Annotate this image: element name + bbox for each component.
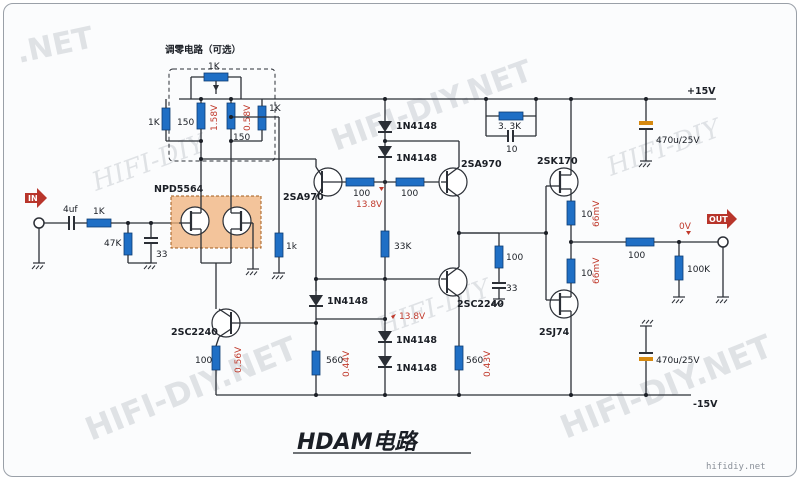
hdam-schematic: .NET HIFI-DIY.NET HIFI-DIY.NET HIFI-DIY.… — [13, 20, 778, 472]
in-port-arrow — [25, 188, 47, 208]
voltage-label: 1.58V — [210, 104, 220, 131]
transistor-2sa970-left-label: 2SA970 — [283, 192, 324, 203]
voltage-label: 13.8V — [399, 312, 426, 322]
r-150-left — [196, 102, 206, 130]
r-10-bot-label: 10 — [581, 269, 593, 279]
voltage-label: 66mV — [592, 257, 602, 284]
diode-1n4148-bot1 — [378, 331, 392, 342]
c-33-mid-label: 33 — [506, 284, 517, 294]
c-470-bot — [639, 357, 653, 361]
diode-1n4148-bot2 — [378, 356, 392, 367]
out-port-arrow — [707, 209, 737, 229]
r-47k-label: 47K — [104, 239, 122, 249]
voltage-label: 0.56V — [234, 346, 244, 373]
diode-1n4148-bot1-label: 1N4148 — [396, 335, 437, 346]
schematic-frame: .NET HIFI-DIY.NET HIFI-DIY.NET HIFI-DIY.… — [3, 3, 797, 477]
jfet-2sk170-label: 2SK170 — [537, 156, 578, 167]
r-100-d-label: 100 — [195, 356, 212, 366]
watermark: .NET — [13, 20, 97, 70]
pot-1k — [203, 72, 229, 82]
r-1k-mid — [274, 232, 284, 258]
r-100-out — [625, 237, 655, 247]
adjust-circuit-label: 调零电路（可选） — [165, 44, 241, 56]
jfet-pair-label: NPD5564 — [154, 184, 204, 195]
r-560-a-label: 560 — [326, 356, 343, 366]
r-10-top-label: 10 — [581, 210, 593, 220]
r-in — [86, 218, 112, 228]
voltage-label: 0V — [679, 222, 692, 232]
c-33-in-label: 33 — [156, 250, 167, 260]
r-1k-right-label: 1K — [269, 104, 282, 114]
r-100-out-label: 100 — [628, 251, 645, 261]
c-470-top-label: 470u/25V — [656, 136, 700, 146]
r-560-b-label: 560 — [466, 356, 483, 366]
diode-1n4148-top1-label: 1N4148 — [396, 121, 437, 132]
pot-1k-label: 1K — [208, 62, 221, 72]
voltage-label: 0.44V — [342, 350, 352, 377]
diode-1n4148-top2-label: 1N4148 — [396, 153, 437, 164]
jfet-2sj74-label: 2SJ74 — [539, 327, 570, 338]
circuit-title: HDAM电路 — [297, 430, 420, 455]
r-100k-out — [674, 255, 684, 281]
r-150-right-label: 150 — [233, 133, 250, 143]
voltage-label: 66mV — [592, 200, 602, 227]
adjust-circuit-box — [168, 68, 276, 162]
r-10-bot — [566, 258, 576, 284]
out-port-label: OUT — [709, 215, 728, 224]
voltage-label: 0.43V — [483, 350, 493, 377]
jfet-left — [180, 206, 210, 236]
r-47k — [123, 232, 133, 256]
diode-1n4148-bot2-label: 1N4148 — [396, 363, 437, 374]
diode-1n4148-top1 — [378, 121, 392, 132]
r-1k-right — [257, 105, 267, 131]
r-100-b-label: 100 — [401, 189, 418, 199]
r-100-c — [494, 245, 504, 269]
r-33k — [380, 230, 390, 258]
transistor-2sc2240-left-label: 2SC2240 — [171, 327, 218, 338]
r-100k-out-label: 100K — [687, 265, 711, 275]
watermark: HIFI-DIY.NET — [555, 327, 778, 446]
r-560-b — [454, 345, 464, 371]
r-1k-mid-label: 1k — [286, 242, 298, 252]
c-in-label: 4uf — [63, 205, 78, 215]
r-100-b — [395, 177, 425, 187]
input-jack — [33, 217, 45, 229]
positive-rail-label: +15V — [687, 86, 716, 97]
r-3-3k — [498, 111, 524, 121]
r-1k-left — [161, 107, 171, 131]
r-33k-label: 33K — [394, 242, 412, 252]
jfet-right — [222, 206, 252, 236]
watermark: HIFI-DIY.NET — [80, 329, 303, 448]
transistor-2sc2240-right-label: 2SC2240 — [457, 299, 504, 310]
r-150-left-label: 150 — [177, 118, 194, 128]
diode-1n4148-mid — [309, 295, 323, 306]
c-470-bot-label: 470u/25V — [656, 356, 700, 366]
in-port-label: IN — [28, 194, 38, 203]
c-10-label: 10 — [506, 145, 518, 155]
r-10-top — [566, 200, 576, 226]
transistor-2sa970-right-label: 2SA970 — [461, 159, 502, 170]
website-label: hifidiy.net — [706, 462, 766, 472]
negative-rail-label: -15V — [693, 399, 718, 410]
r-3-3k-label: 3. 3K — [498, 122, 522, 132]
r-100-c-label: 100 — [506, 253, 523, 263]
watermark: HIFI-DIY.NET — [327, 53, 537, 158]
r-560-a — [311, 350, 321, 376]
r-100-a — [345, 177, 375, 187]
watermark: HIFI-DIY — [602, 113, 727, 183]
output-jack — [717, 236, 729, 248]
jfet-2sk170 — [549, 167, 579, 197]
r-100-a-label: 100 — [353, 189, 370, 199]
r-in-label: 1K — [93, 207, 106, 217]
jfet-2sj74 — [549, 289, 579, 319]
diode-1n4148-mid-label: 1N4148 — [327, 296, 368, 307]
r-1k-left-label: 1K — [148, 118, 161, 128]
voltage-label: 13.8V — [356, 200, 383, 210]
diode-1n4148-top2 — [378, 146, 392, 157]
r-100-d — [211, 345, 221, 371]
c-470-top — [639, 121, 653, 125]
